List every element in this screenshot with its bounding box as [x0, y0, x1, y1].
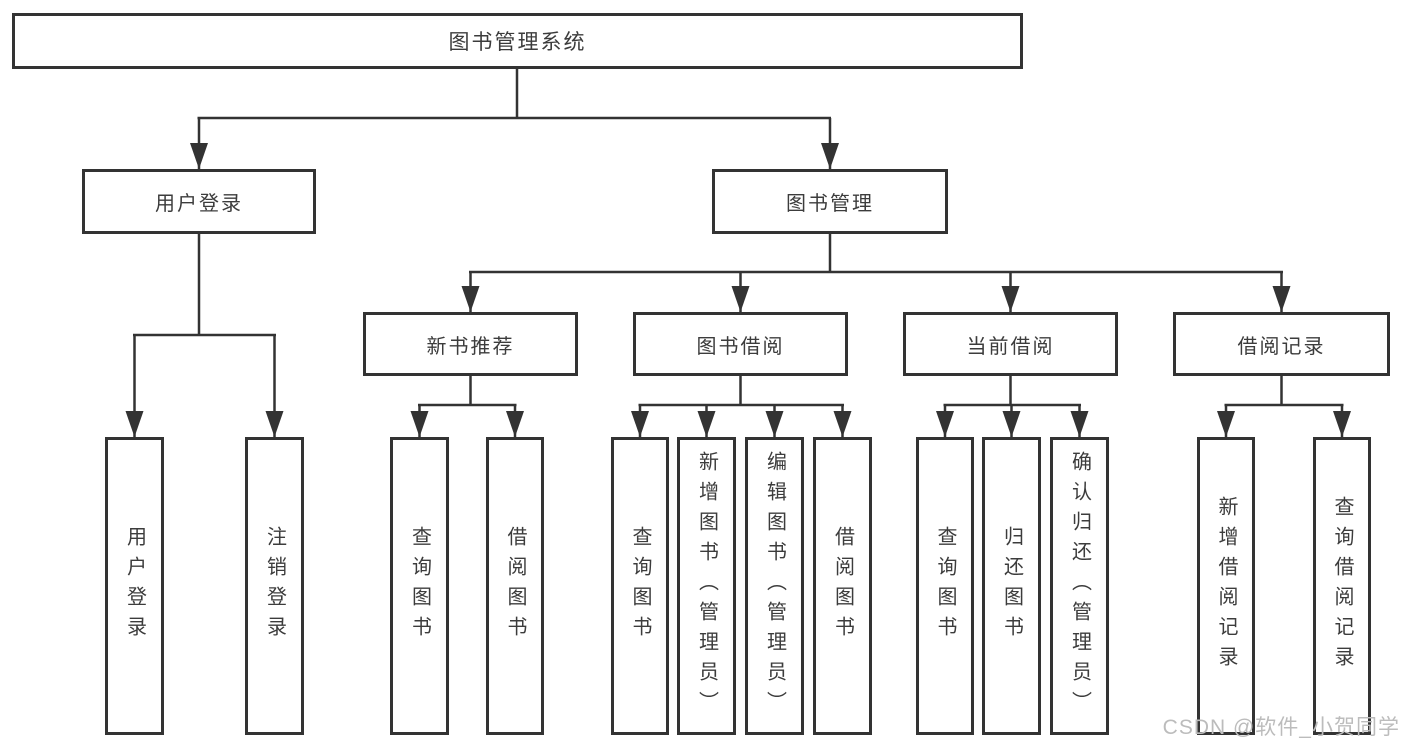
node-root-label: 图书管理系统 [448, 31, 587, 54]
leaf-query-books-recommend: 查询图书 [390, 437, 449, 735]
leaf-confirm-return-admin: 确认归还（管理员） [1050, 437, 1109, 735]
leaf-add-books-admin: 新增图书（管理员） [677, 437, 736, 735]
leaf-add-borrow-record: 新增借阅记录 [1197, 437, 1255, 735]
leaf-query-books-borrow: 查询图书 [611, 437, 669, 735]
node-book-management: 图书管理 [712, 169, 948, 234]
leaf-return-books: 归还图书 [982, 437, 1041, 735]
leaf-query-borrow-record-label: 查询借阅记录 [1331, 496, 1353, 676]
leaf-query-borrow-record: 查询借阅记录 [1313, 437, 1371, 735]
leaf-edit-books-admin-label: 编辑图书（管理员） [763, 451, 786, 721]
leaf-query-books-current: 查询图书 [916, 437, 974, 735]
leaf-query-books-borrow-label: 查询图书 [629, 526, 651, 646]
leaf-return-books-label: 归还图书 [1000, 526, 1023, 646]
leaf-user-login: 用户登录 [105, 437, 164, 735]
node-new-book-recommend: 新书推荐 [363, 312, 578, 376]
leaf-borrow-books-label: 借阅图书 [831, 526, 854, 646]
node-book-borrowing-label: 图书借阅 [696, 335, 785, 358]
leaf-borrow-books-recommend: 借阅图书 [486, 437, 544, 735]
node-current-borrowing: 当前借阅 [903, 312, 1118, 376]
leaf-borrow-books: 借阅图书 [813, 437, 872, 735]
leaf-logout: 注销登录 [245, 437, 304, 735]
node-user-login-label: 用户登录 [155, 193, 243, 215]
leaf-logout-label: 注销登录 [263, 526, 286, 646]
leaf-add-borrow-record-label: 新增借阅记录 [1215, 496, 1237, 676]
leaf-user-login-label: 用户登录 [123, 526, 146, 646]
csdn-watermark: CSDN @软件_小贺同学 [1162, 716, 1400, 739]
node-borrow-records-label: 借阅记录 [1237, 335, 1326, 358]
node-root: 图书管理系统 [12, 13, 1023, 69]
leaf-add-books-admin-label: 新增图书（管理员） [695, 451, 718, 721]
leaf-confirm-return-admin-label: 确认归还（管理员） [1068, 451, 1091, 721]
leaf-borrow-books-recommend-label: 借阅图书 [504, 526, 526, 646]
node-current-borrowing-label: 当前借阅 [966, 335, 1055, 358]
leaf-query-books-current-label: 查询图书 [934, 526, 956, 646]
node-borrow-records: 借阅记录 [1173, 312, 1390, 376]
leaf-query-books-recommend-label: 查询图书 [408, 526, 431, 646]
node-book-borrowing: 图书借阅 [633, 312, 848, 376]
node-new-book-recommend-label: 新书推荐 [426, 335, 515, 358]
leaf-edit-books-admin: 编辑图书（管理员） [745, 437, 804, 735]
node-user-login: 用户登录 [82, 169, 316, 234]
node-book-management-label: 图书管理 [786, 193, 874, 215]
